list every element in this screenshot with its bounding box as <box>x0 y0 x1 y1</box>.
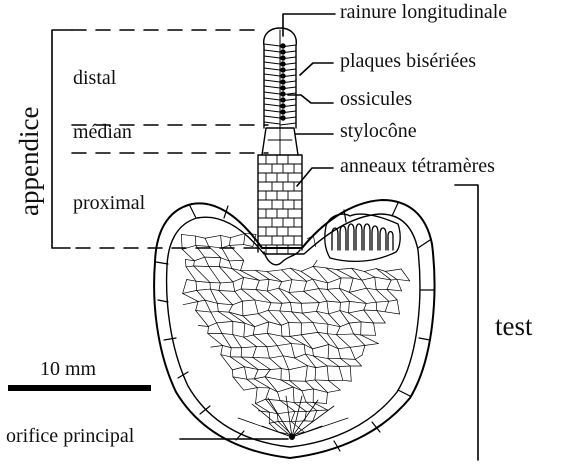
label-test: test <box>495 311 533 342</box>
plate-mesh <box>181 233 409 434</box>
stylocone <box>262 128 298 155</box>
label-median: médian <box>73 121 132 144</box>
label-orifice-principal: orifice principal <box>6 425 134 448</box>
marginal-plates <box>156 203 434 451</box>
label-plaques-biseriees: plaques bisériées <box>340 50 476 73</box>
label-scale: 10 mm <box>40 358 96 381</box>
scale-bar <box>8 385 151 391</box>
leader-rainure <box>283 14 335 36</box>
label-stylocone: stylocône <box>340 120 417 143</box>
label-anneaux-tetrameres: anneaux tétramères <box>340 155 495 178</box>
comb-structure <box>325 214 400 261</box>
label-ossicules: ossicules <box>340 88 412 111</box>
tetramerous-rings <box>258 155 302 254</box>
label-proximal: proximal <box>73 192 145 215</box>
ossicles <box>281 44 285 120</box>
principal-orifice <box>290 435 295 440</box>
label-distal: distal <box>73 67 116 90</box>
label-appendice: appendice <box>14 107 45 216</box>
leader-plaques <box>300 63 333 75</box>
test-bracket <box>455 185 478 460</box>
label-rainure-longitudinale: rainure longitudinale <box>340 1 507 24</box>
